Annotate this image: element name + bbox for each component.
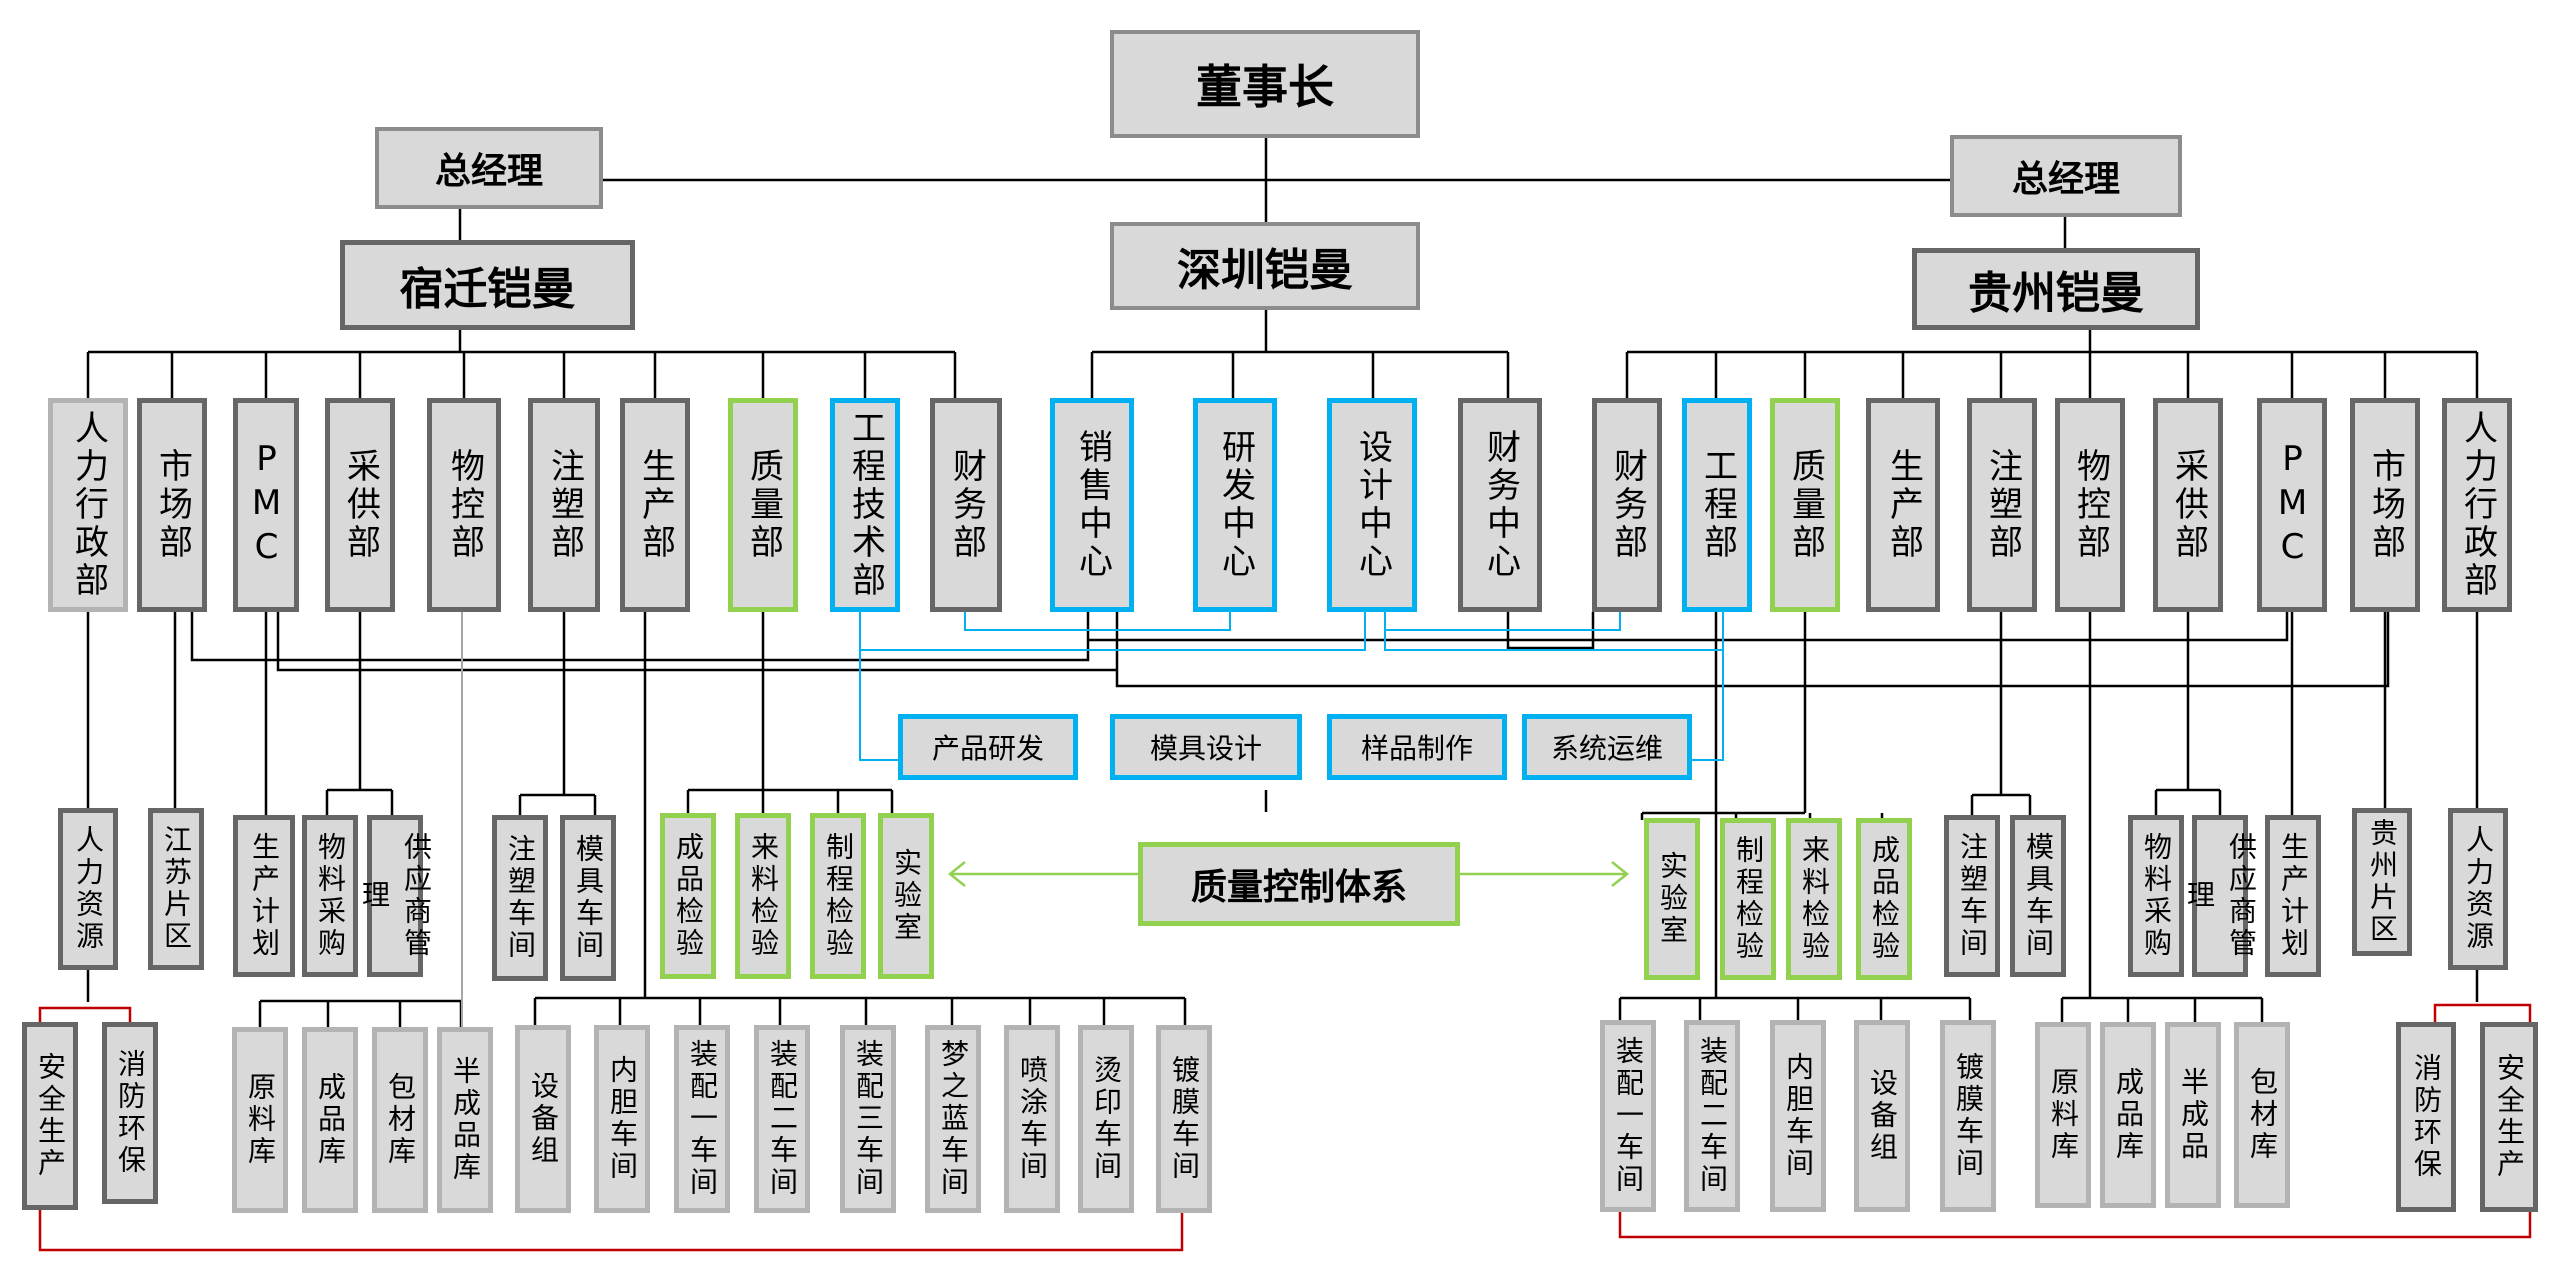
- left-sub-injection-shop: 注塑车间: [492, 815, 548, 981]
- left-ws-spraying: 喷涂车间: [1004, 1025, 1060, 1213]
- left-qc-process-inspection: 制程检验: [810, 813, 866, 979]
- right-dept-hr: 人力行政部: [2442, 398, 2512, 612]
- left-qc-laboratory: 实验室: [878, 813, 934, 979]
- left-sub-jiangsu-region: 江苏片区: [148, 808, 204, 970]
- left-sub-mold-shop: 模具车间: [560, 815, 616, 981]
- left-dept-quality: 质量部: [728, 398, 798, 612]
- right-dept-quality: 质量部: [1770, 398, 1840, 612]
- left-ws-assembly-3: 装配三车间: [840, 1025, 896, 1213]
- right-company-box: 贵州铠曼: [1912, 248, 2200, 330]
- left-dept-procurement: 采供部: [325, 398, 395, 612]
- left-dept-hr: 人力行政部: [48, 398, 128, 612]
- right-dept-market: 市场部: [2350, 398, 2420, 612]
- right-fire-environment: 消防环保: [2396, 1022, 2456, 1212]
- right-dept-material-control: 物控部: [2055, 398, 2125, 612]
- left-gm-box: 总经理: [375, 127, 603, 209]
- right-wh-packaging: 包材库: [2234, 1022, 2290, 1208]
- right-sub-production-plan: 生产计划: [2265, 815, 2321, 977]
- right-ws-coating: 镀膜车间: [1940, 1020, 1996, 1212]
- right-dept-production: 生产部: [1866, 398, 1940, 612]
- right-ws-equipment-group: 设备组: [1854, 1020, 1910, 1212]
- left-dept-material-control: 物控部: [427, 398, 501, 612]
- center-finance: 财务中心: [1458, 398, 1542, 612]
- right-dept-injection: 注塑部: [1967, 398, 2037, 612]
- left-ws-hot-stamping: 烫印车间: [1078, 1025, 1134, 1213]
- left-dept-finance: 财务部: [930, 398, 1002, 612]
- left-company-box: 宿迁铠曼: [340, 240, 635, 330]
- left-dept-pmc: PMC: [233, 398, 299, 612]
- function-system-ops: 系统运维: [1522, 714, 1692, 780]
- right-ws-assembly-1: 装配一车间: [1600, 1020, 1656, 1212]
- left-wh-finished-goods: 成品库: [302, 1027, 358, 1213]
- left-qc-final-inspection: 成品检验: [660, 813, 716, 979]
- left-dept-market: 市场部: [137, 398, 207, 612]
- quality-control-system: 质量控制体系: [1138, 842, 1460, 926]
- right-gm-box: 总经理: [1950, 135, 2182, 217]
- left-sub-production-plan: 生产计划: [233, 815, 295, 977]
- right-sub-hr-resources: 人力资源: [2448, 808, 2508, 970]
- left-dept-production: 生产部: [620, 398, 690, 612]
- center-company-box: 深圳铠曼: [1110, 222, 1420, 310]
- left-safety-production: 安全生产: [22, 1022, 78, 1210]
- right-sub-guizhou-region: 贵州片区: [2352, 808, 2412, 956]
- chairman-box: 董事长: [1110, 30, 1420, 138]
- right-sub-supplier-mgmt: 供应商管理: [2183, 815, 2258, 977]
- left-ws-equipment-group: 设备组: [515, 1025, 571, 1213]
- right-dept-pmc: PMC: [2257, 398, 2327, 612]
- right-qc-process-inspection: 制程检验: [1720, 818, 1776, 980]
- left-ws-assembly-2: 装配二车间: [754, 1025, 810, 1213]
- left-wh-raw-material: 原料库: [232, 1027, 288, 1213]
- left-sub-material-purchase: 物料采购: [302, 815, 358, 977]
- left-ws-dream-blue: 梦之蓝车间: [925, 1025, 981, 1213]
- right-qc-laboratory: 实验室: [1644, 818, 1700, 980]
- right-sub-material-purchase: 物料采购: [2128, 815, 2184, 977]
- left-sub-supplier-mgmt: 供应商管理: [358, 815, 433, 977]
- function-mold-design: 模具设计: [1110, 714, 1302, 780]
- right-sub-mold-shop: 模具车间: [2010, 815, 2066, 977]
- left-fire-environment: 消防环保: [102, 1022, 158, 1204]
- left-wh-semi-finished: 半成品库: [437, 1027, 493, 1213]
- left-ws-assembly-1: 装配一车间: [674, 1025, 730, 1213]
- right-wh-semi-finished: 半成品: [2165, 1022, 2221, 1208]
- right-dept-finance: 财务部: [1592, 398, 1662, 612]
- right-ws-assembly-2: 装配二车间: [1684, 1020, 1740, 1212]
- center-rnd: 研发中心: [1193, 398, 1277, 612]
- function-sample-making: 样品制作: [1327, 714, 1507, 780]
- function-product-rnd: 产品研发: [898, 714, 1078, 780]
- center-design: 设计中心: [1327, 398, 1417, 612]
- right-dept-engineering: 工程部: [1682, 398, 1752, 612]
- right-sub-injection-shop: 注塑车间: [1944, 815, 2000, 977]
- left-wh-packaging: 包材库: [372, 1027, 428, 1213]
- right-qc-incoming-inspection: 来料检验: [1786, 818, 1842, 980]
- left-dept-injection: 注塑部: [528, 398, 600, 612]
- right-dept-procurement: 采供部: [2153, 398, 2223, 612]
- right-qc-final-inspection: 成品检验: [1856, 818, 1912, 980]
- right-ws-liner: 内胆车间: [1770, 1020, 1826, 1212]
- right-wh-finished-goods: 成品库: [2100, 1022, 2156, 1208]
- left-sub-hr-resources: 人力资源: [58, 808, 118, 970]
- right-wh-raw-material: 原料库: [2035, 1022, 2091, 1208]
- left-qc-incoming-inspection: 来料检验: [735, 813, 791, 979]
- left-ws-coating: 镀膜车间: [1156, 1025, 1212, 1213]
- left-ws-liner: 内胆车间: [594, 1025, 650, 1213]
- left-dept-engineering: 工程技术部: [830, 398, 900, 612]
- right-safety-production: 安全生产: [2480, 1022, 2538, 1212]
- center-sales: 销售中心: [1050, 398, 1134, 612]
